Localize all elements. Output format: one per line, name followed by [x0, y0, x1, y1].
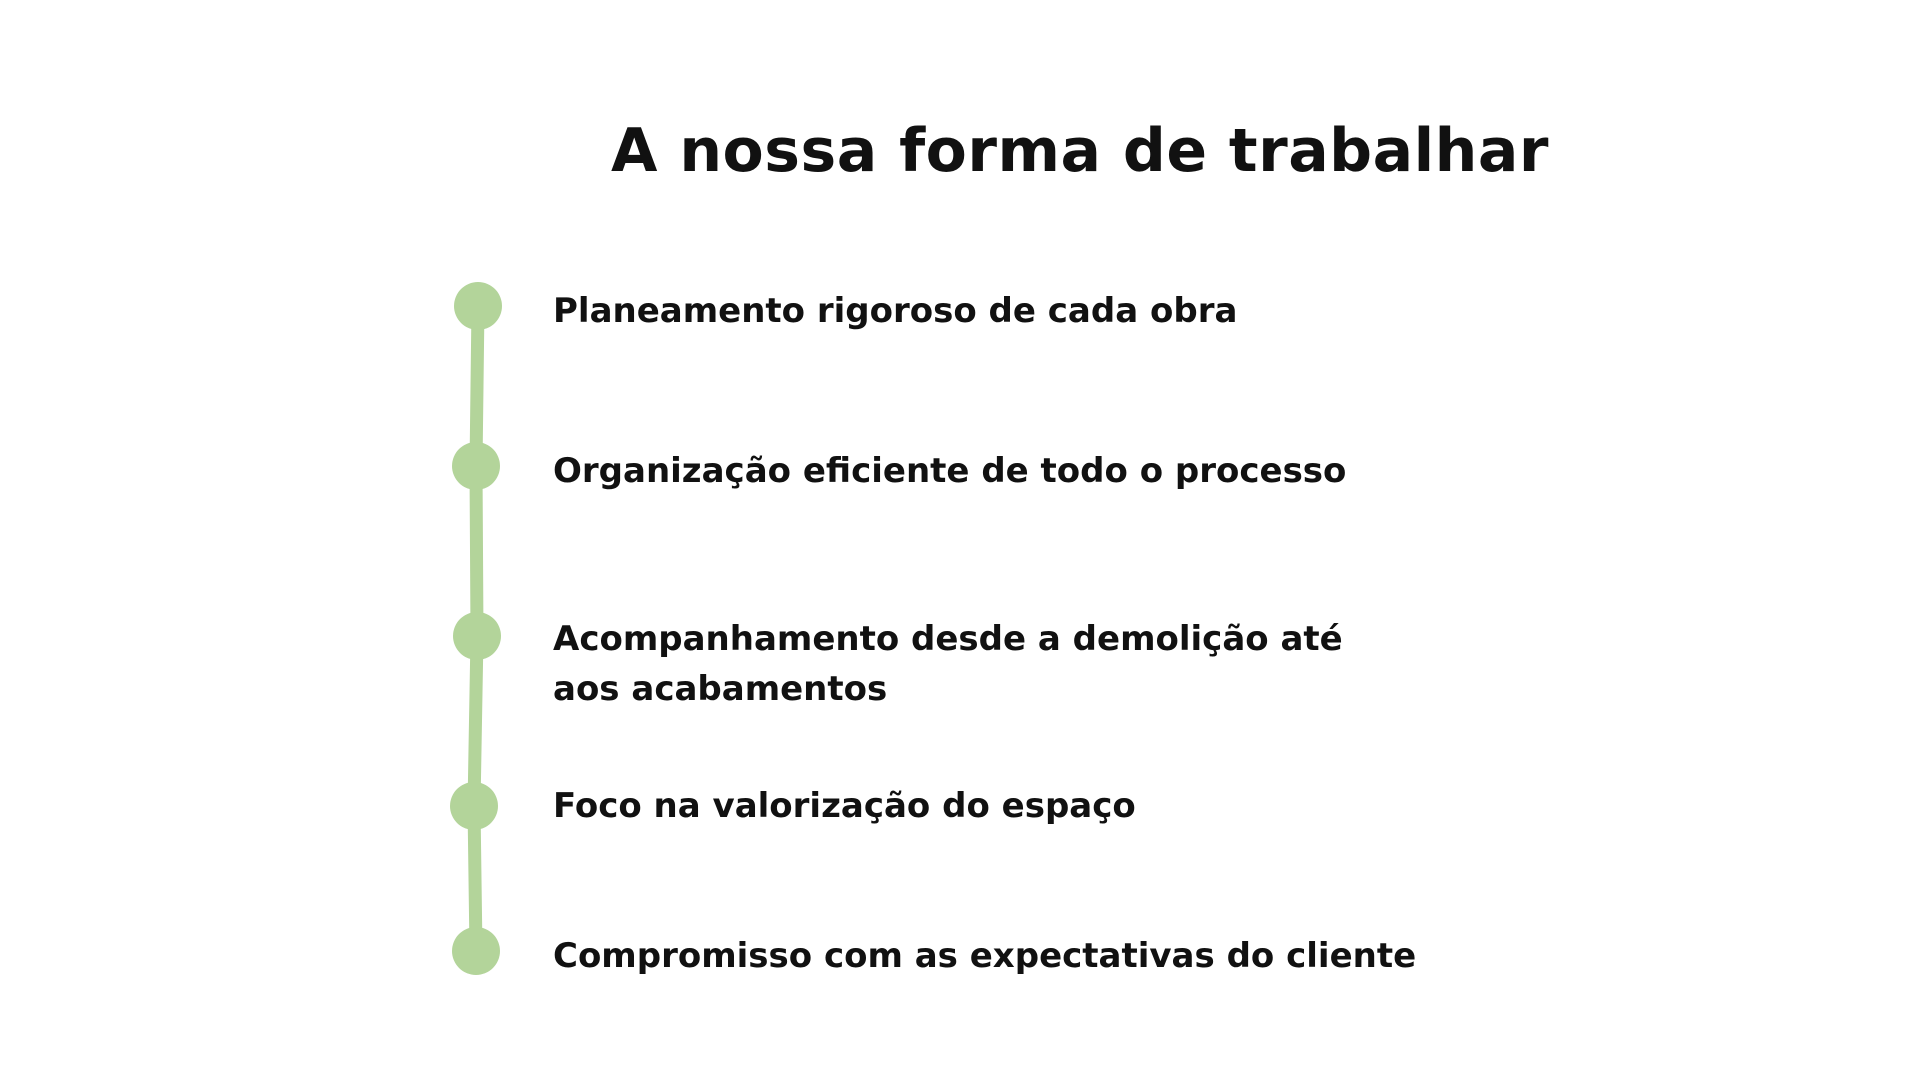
- timeline-dot-1: [454, 282, 502, 330]
- timeline-connector-1: [469, 299, 485, 473]
- step-label-1: Planeamento rigoroso de cada obra: [553, 291, 1238, 331]
- timeline-connectors: [467, 299, 485, 958]
- timeline-dot-2: [452, 442, 500, 490]
- timeline-dot-4: [450, 782, 498, 830]
- step-label-4: Foco na valorização do espaço: [553, 786, 1136, 826]
- timeline-connector-3: [467, 629, 484, 813]
- page-title: A nossa forma de trabalhar: [611, 116, 1549, 186]
- timeline-connector-2: [469, 459, 484, 643]
- timeline-connector-4: [467, 799, 483, 958]
- timeline-dot-3: [453, 612, 501, 660]
- step-label-3: Acompanhamento desde a demolição até aos…: [553, 619, 1343, 709]
- timeline-dots: [450, 282, 502, 975]
- step-label-2: Organização eficiente de todo o processo: [553, 451, 1347, 491]
- step-label-5: Compromisso com as expectativas do clien…: [553, 936, 1417, 976]
- timeline-dot-5: [452, 927, 500, 975]
